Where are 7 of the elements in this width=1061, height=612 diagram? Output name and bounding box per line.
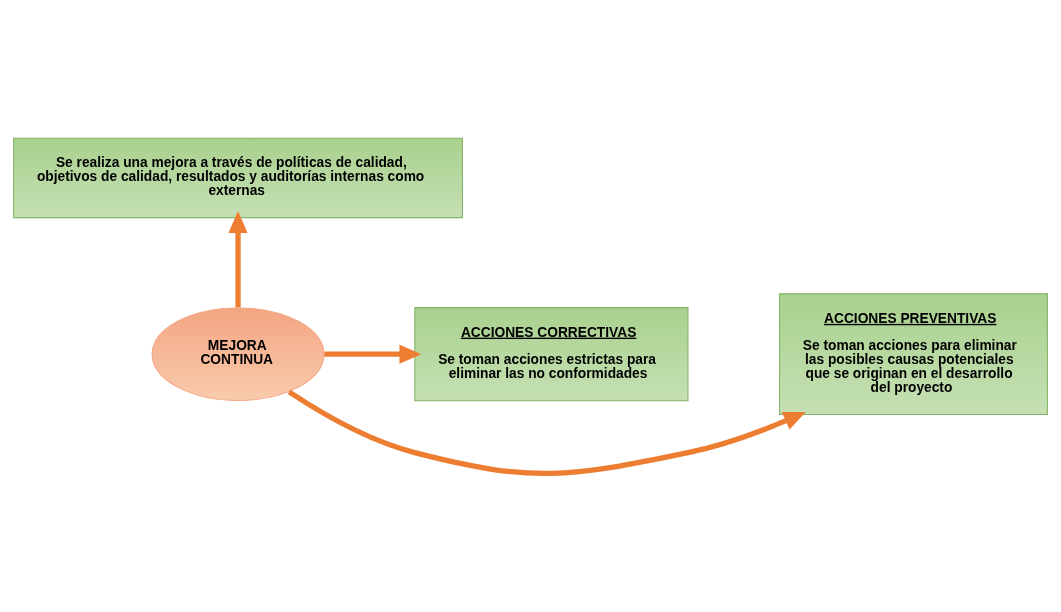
node-ellipse: MEJORA CONTINUA	[151, 307, 325, 401]
arrow	[287, 389, 806, 476]
node-box: Se realiza una mejora a través de políticas de calidad, objetivos de calidad, resultados y auditorías internas como externas	[13, 137, 463, 219]
node-box: ACCIONES PREVENTIVAS Se toman acciones para eliminar las posibles causas potenciales que se originan en el desarrollo del proyecto	[779, 293, 1048, 416]
arrow	[228, 211, 248, 308]
arrow	[324, 344, 422, 364]
node-box: ACCIONES CORRECTIVAS Se toman acciones estrictas para eliminar las no conformidades	[414, 307, 689, 402]
